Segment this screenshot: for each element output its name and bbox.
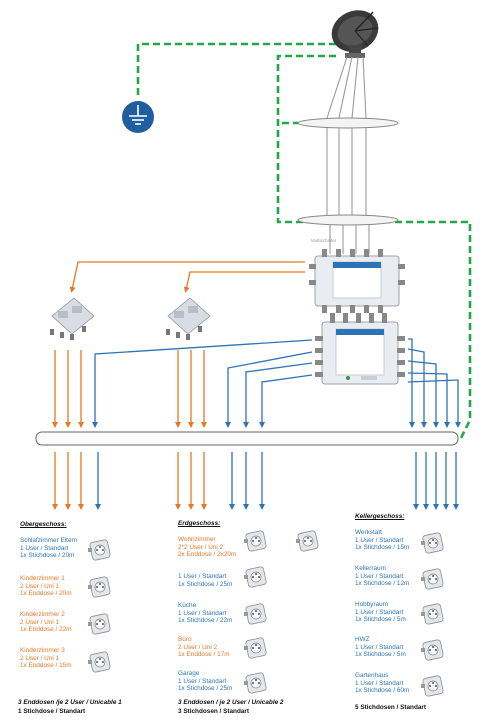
- wall-sockets: [88, 530, 444, 697]
- wall-socket-icon: [244, 603, 267, 625]
- wall-socket-icon: [421, 568, 444, 590]
- room-werkstatt: Werkstatt 1 User / Standart 1x Stichdose…: [355, 529, 410, 552]
- room-buero: Büro 2 User / Uni 2 1x Enddose / 17m: [178, 636, 230, 659]
- room-gartenhaus: Gartenhaus 1 User / Standart 1x Stichdos…: [355, 672, 410, 695]
- wall-socket-icon: [421, 675, 444, 697]
- room-kinderzimmer-1: Kinderzimmer 1 2 User / Uni 1 1x Enddose…: [20, 575, 72, 598]
- room-kinderzimmer-3: Kinderzimmer 3 2 User / Uni 1 1x Enddose…: [20, 647, 72, 670]
- floor-title-obergeschoss: Obergeschoss:: [20, 521, 67, 528]
- multiswitch-lower: [315, 313, 405, 385]
- blue-cables-upper: [92, 338, 461, 428]
- wall-socket-icon: [421, 532, 444, 554]
- multiswitch-upper: [309, 249, 405, 313]
- wall-socket-icon: [421, 603, 444, 625]
- room-kinderzimmer-2: Kinderzimmer 2 2 User / Uni 1 1x Enddose…: [20, 611, 72, 634]
- floor-title-erdgeschoss: Erdgeschoss:: [178, 520, 221, 527]
- floor-title-kellergeschoss: Kellergeschoss:: [355, 513, 405, 520]
- orange-cables-upper: [52, 350, 207, 428]
- summary-kellergeschoss: 5 Stichdosen / Standart: [355, 704, 427, 711]
- mounting-plate-lower: [297, 214, 399, 226]
- wall-socket-icon: [421, 639, 444, 661]
- orange-feed-cables: [69, 261, 305, 293]
- room-kellerraum: Kellerraum 1 User / Standart 1x Stichdos…: [355, 565, 410, 588]
- summary-obergeschoss-1: 3 Enddosen /je 2 User / Unicable 1: [18, 699, 122, 706]
- wall-socket-icon: [88, 576, 111, 598]
- ground-icon: [122, 101, 154, 133]
- wall-socket-icon: [244, 566, 267, 588]
- wall-socket-icon: [244, 637, 267, 659]
- blue-cables-lower: [95, 452, 459, 510]
- satellite-dish-icon: [331, 10, 379, 58]
- splitter-middle: [166, 297, 211, 340]
- vertical-cables: [326, 128, 367, 215]
- mounting-plate-upper: [297, 117, 399, 129]
- ground-line: [136, 42, 472, 441]
- room-schlafzimmer: Schlafzimmer Eltern 1 User / Standart 1x…: [20, 537, 78, 560]
- room-hwz: HWZ 1 User / Standart 1x Stichdose / 5m: [355, 636, 406, 659]
- room-erdgeschoss-standard: 1 User / Standart 1x Stichdose / 25m: [178, 573, 233, 588]
- room-kueche: Küche 1 User / Standart 1x Stichdose / 2…: [178, 602, 233, 625]
- room-hobbyraum: Hobbyraum 1 User / Standart 1x Stichdose…: [355, 601, 406, 624]
- summary-erdgeschoss-1: 3 Enddosen / je 2 User / Unicable 2: [178, 699, 284, 706]
- summary-erdgeschoss-2: 3 Stichdosen / Standart: [178, 708, 250, 715]
- wall-socket-icon: [244, 530, 267, 552]
- wall-socket-icon: [88, 539, 111, 561]
- multiswitch-label: Multischalter: [311, 238, 337, 243]
- cable-duct: [35, 431, 459, 446]
- lnb-cables: [326, 56, 367, 119]
- room-wohnzimmer: Wohnzimmer 2*2 User / Uni 2 2x Enddose /…: [178, 536, 237, 559]
- wall-socket-icon: [88, 651, 111, 673]
- summary-obergeschoss-2: 1 Stichdose / Standart: [18, 708, 86, 715]
- room-garage: Garage 1 User / Standart 1x Stichdose / …: [178, 670, 233, 693]
- splitter-left: [50, 297, 95, 340]
- wall-socket-icon: [88, 613, 111, 635]
- wall-socket-icon: [296, 530, 319, 552]
- orange-cables-lower: [52, 452, 207, 510]
- wall-socket-icon: [244, 672, 267, 694]
